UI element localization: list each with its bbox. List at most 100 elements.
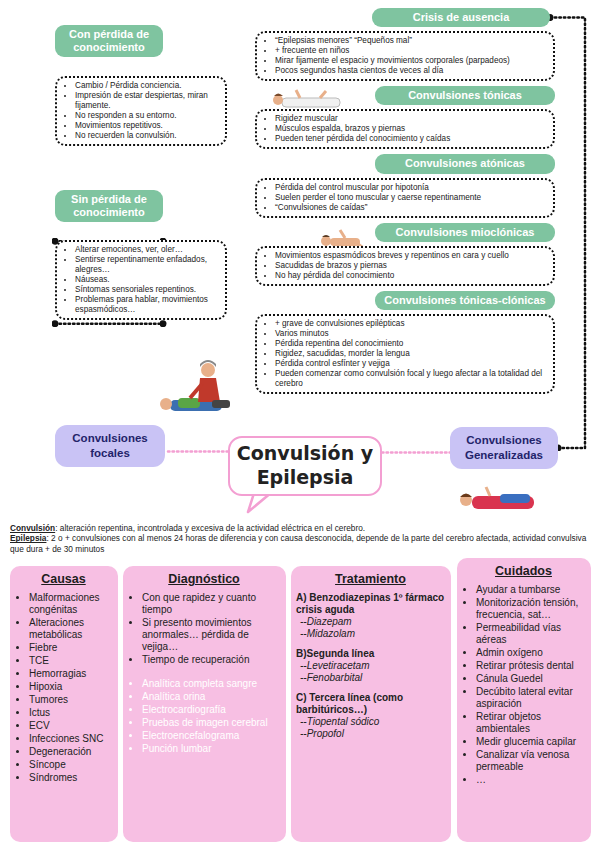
bullet-item: TCE: [29, 655, 112, 667]
bullet-item: Músculos espalda, brazos y piernas: [275, 124, 547, 134]
definition-text: : 2 o + convulsiones con al menos 24 hor…: [10, 533, 586, 553]
term: Convulsión: [10, 523, 55, 533]
bullet-list: Rigidez muscularMúsculos espalda, brazos…: [261, 114, 547, 144]
type-header: Convulsiones mioclónicas: [375, 223, 555, 242]
bullet-item: “Epilepsias menores” “Pequeños mal”: [275, 36, 547, 46]
bullet-item: Movimientos repetitivos.: [75, 121, 219, 131]
definition-text: : alteración repentina, incontrolada y e…: [55, 523, 365, 533]
symptom-list: Movimientos espasmódicos breves y repent…: [255, 246, 555, 286]
type-header: Convulsiones atónicas: [375, 154, 555, 173]
card-heading: Diagnóstico: [128, 572, 280, 587]
definitions: Convulsión: alteración repentina, incont…: [10, 523, 592, 554]
bullet-list: Ayudar a tumbarseMonitorización tensión,…: [462, 584, 585, 786]
box-label: Convulsiones tónicas-clónicas: [381, 294, 549, 307]
bullet-item: “Convulsiones de caídas”: [275, 203, 547, 213]
box-label: Convulsiones tónicas: [381, 89, 549, 102]
bullet-item: Analítica orina: [142, 691, 280, 703]
symptom-list: Rigidez muscularMúsculos espalda, brazos…: [255, 109, 555, 149]
bullet-item: Varios minutos: [275, 329, 547, 339]
term: Epilepsia: [10, 533, 46, 543]
bullet-item: Tumores: [29, 694, 112, 706]
bullet-item: Infecciones SNC: [29, 733, 112, 745]
bullet-list: Cambio / Pérdida conciencia.Impresión de…: [61, 81, 219, 141]
bullet-item: Decúbito lateral evitar aspiración: [476, 686, 585, 710]
bullet-item: Mirar fijamente el espacio y movimientos…: [275, 56, 547, 66]
bullet-item: + frecuente en niños: [275, 46, 547, 56]
symptom-list: Cambio / Pérdida conciencia.Impresión de…: [55, 76, 227, 146]
treatment-line: --Midazolam: [300, 628, 445, 640]
bullet-list: Alterar emociones, ver, oler…Sentirse re…: [61, 245, 219, 315]
group-header: Con pérdida de conocimiento: [55, 25, 163, 57]
bullet-item: Sentirse repentinamente enfadados, alegr…: [75, 255, 219, 275]
definition: Convulsión: alteración repentina, incont…: [10, 523, 592, 533]
bullet-list: Movimientos espasmódicos breves y repent…: [261, 251, 547, 281]
bullet-item: No recuerden la convulsión.: [75, 131, 219, 141]
bullet-item: Síncope: [29, 759, 112, 771]
symptom-list: + grave de convulsiones epilépticasVario…: [255, 314, 555, 394]
bullet-list: Malformaciones congénitasAlteraciones me…: [15, 592, 112, 784]
treatment-line: A) Benzodiazepinas 1º fármaco crisis agu…: [296, 592, 445, 616]
bullet-item: Medir glucemia capilar: [476, 736, 585, 748]
lying-person: [460, 487, 534, 509]
box-label: Convulsiones atónicas: [381, 157, 549, 170]
type-header: Convulsiones tónicas: [375, 86, 555, 105]
bullet-item: Admin oxígeno: [476, 647, 585, 659]
bullet-list: Pérdida del control muscular por hipoton…: [261, 183, 547, 213]
bullet-item: Hipoxia: [29, 681, 112, 693]
bullet-item: Malformaciones congénitas: [29, 592, 112, 616]
bullet-item: Pruebas de imagen cerebral: [142, 717, 280, 729]
bullet-item: Suelen perder el tono muscular y caerse …: [275, 193, 547, 203]
bullet-item: Síndromes: [29, 772, 112, 784]
bullet-item: Impresión de estar despiertas, miran fij…: [75, 91, 219, 111]
lying-person: [273, 90, 340, 107]
bullet-item: Electrocardiografía: [142, 704, 280, 716]
bullet-item: Pueden tener pérdida del conocimiento y …: [275, 134, 547, 144]
bullet-item: Alteraciones metabólicas: [29, 617, 112, 641]
dotted-connector: [550, 18, 585, 448]
dotted-connector: [165, 450, 228, 453]
bullet-item: No responden a su entorno.: [75, 111, 219, 121]
bullet-item: Síntomas sensoriales repentinos.: [75, 285, 219, 295]
box-label: Sin pérdida de conocimiento: [61, 193, 157, 219]
bullet-list: + grave de convulsiones epilépticasVario…: [261, 319, 547, 389]
info-card: Tratamiento A) Benzodiazepinas 1º fármaco…: [291, 566, 451, 842]
card-heading: Tratamiento: [296, 572, 445, 587]
bullet-item: Pérdida control esfínter y vejiga: [275, 359, 547, 369]
box-label: Convulsiones Generalizadas: [456, 433, 552, 463]
treatment-line: --Levetiracetam: [300, 660, 445, 672]
box-label: Con pérdida de conocimiento: [61, 28, 157, 54]
bullet-item: + grave de convulsiones epilépticas: [275, 319, 547, 329]
bullet-item: Pérdida del control muscular por hipoton…: [275, 183, 547, 193]
bullet-item: Tiempo de recuperación: [142, 654, 280, 666]
info-card: CuidadosAyudar a tumbarseMonitorización …: [457, 558, 591, 842]
bullet-item: Rigidez muscular: [275, 114, 547, 124]
info-card: DiagnósticoCon que rapidez y cuanto tiem…: [123, 566, 286, 842]
bullet-item: Pueden comenzar como convulsión focal y …: [275, 369, 547, 389]
treatment-line: --Fenobarbital: [300, 672, 445, 684]
bullet-item: Permeabilidad vías aéreas: [476, 622, 585, 646]
dotted-connector: [55, 322, 163, 325]
bullet-item: Ictus: [29, 707, 112, 719]
bullet-item: Problemas para hablar, movimientos espas…: [75, 295, 219, 315]
type-header: Crisis de ausencia: [372, 8, 550, 27]
bullet-item: Monitorización tensión, frecuencia, sat…: [476, 597, 585, 621]
category-box: Convulsiones Generalizadas: [450, 427, 558, 469]
symptom-list: Pérdida del control muscular por hipoton…: [255, 178, 555, 218]
bullet-item: Punción lumbar: [142, 743, 280, 755]
bullet-item: Degeneración: [29, 746, 112, 758]
bullet-item: …: [476, 774, 585, 786]
bullet-item: Sacudidas de brazos y piernas: [275, 261, 547, 271]
bullet-item: Rigidez, sacudidas, morder la lengua: [275, 349, 547, 359]
bullet-list: Con que rapidez y cuanto tiempoSi presen…: [128, 592, 280, 755]
bullet-item: Fiebre: [29, 642, 112, 654]
group-header: Sin pérdida de conocimiento: [55, 190, 163, 222]
info-card: CausasMalformaciones congénitasAlteracio…: [10, 566, 118, 842]
symptom-list: “Epilepsias menores” “Pequeños mal”+ fre…: [255, 31, 555, 81]
bullet-item: Cambio / Pérdida conciencia.: [75, 81, 219, 91]
bullet-list: “Epilepsias menores” “Pequeños mal”+ fre…: [261, 36, 547, 76]
treatment-line: --Tiopental sódico: [300, 716, 445, 728]
bullet-item: Hemorragias: [29, 668, 112, 680]
bullet-item: Náuseas.: [75, 275, 219, 285]
box-label: Convulsiones focales: [61, 431, 159, 461]
